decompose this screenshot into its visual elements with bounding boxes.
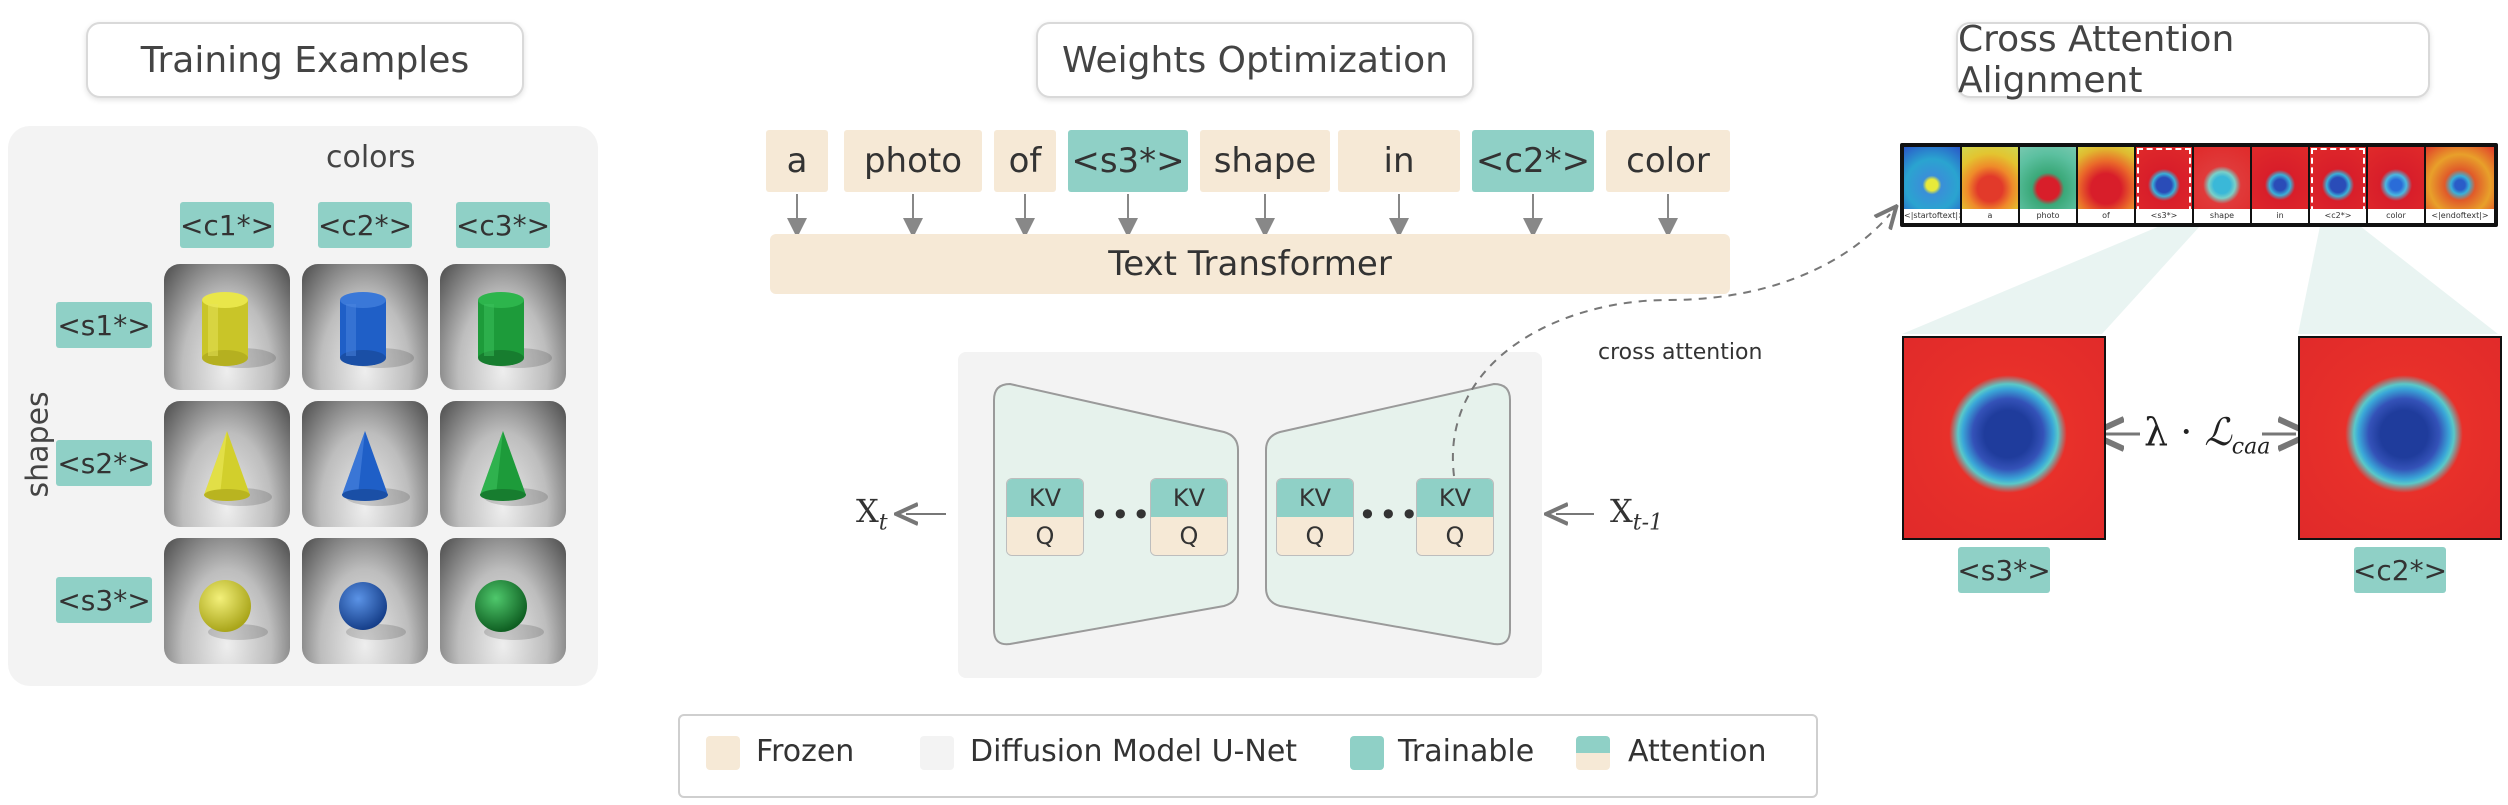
blue-cylinder-image	[302, 264, 428, 390]
color-tag-c2: <c2*>	[318, 202, 412, 248]
kv-cell: KV	[1151, 479, 1227, 517]
yellow-cylinder-image	[164, 264, 290, 390]
shape-tag-s2: <s2*>	[56, 440, 152, 486]
lambda-symbol: λ	[2144, 410, 2169, 454]
strip-label-of: of	[2078, 209, 2134, 223]
legend-label-frozen: Frozen	[756, 734, 855, 769]
legend-label-trainable: Trainable	[1398, 734, 1535, 769]
blue-sphere-image	[302, 538, 428, 664]
cross-attention-alignment-title-text: Cross Attention Alignment	[1958, 19, 2235, 101]
token-s3: <s3*>	[1068, 130, 1188, 192]
kv-cell: KV	[1277, 479, 1353, 517]
green-cone-image	[440, 401, 566, 527]
q-cell: Q	[1277, 517, 1353, 555]
legend-swatch-trainable	[1350, 736, 1384, 770]
token-c2: <c2*>	[1472, 130, 1594, 192]
kv-cell: KV	[1417, 479, 1493, 517]
colors-label: colors	[326, 140, 416, 175]
q-cell: Q	[1007, 517, 1083, 555]
legend-box	[678, 714, 1818, 798]
green-cylinder-image	[440, 264, 566, 390]
token-color: color	[1606, 130, 1730, 192]
unet-encoder-block	[993, 382, 1239, 646]
alignment-tag-s3: <s3*>	[1957, 547, 2051, 593]
green-sphere-image	[440, 538, 566, 664]
text-transformer-bar: Text Transformer	[770, 234, 1730, 294]
text-transformer-label: Text Transformer	[1108, 244, 1392, 284]
strip-label-in: in	[2252, 209, 2308, 223]
dot-symbol: ·	[2180, 410, 2193, 454]
legend-swatch-attention	[1576, 736, 1610, 770]
q-cell: Q	[1417, 517, 1493, 555]
shape-tag-s1: <s1*>	[56, 302, 152, 348]
x-t1-label: Xt-1	[1610, 492, 1663, 535]
token-a: a	[766, 130, 828, 192]
x-t1-subscript: t-1	[1632, 510, 1664, 536]
weights-optimization-title: Weights Optimization	[1036, 22, 1474, 98]
x-t-letter: X	[856, 492, 879, 530]
blue-cone-image	[302, 401, 428, 527]
yellow-cone-image	[164, 401, 290, 527]
zoom-cone-left	[1902, 226, 2200, 334]
strip-label-endoftext: <|endoftext|>	[2426, 209, 2494, 223]
zoom-cone-right	[2298, 226, 2498, 334]
strip-label-color: color	[2368, 209, 2424, 223]
loss-symbol: ℒ	[2204, 410, 2232, 454]
strip-label-startoftext: <|startoftext|>	[1904, 209, 1960, 223]
token-of: of	[994, 130, 1056, 192]
attention-map-c2-zoom	[2298, 336, 2502, 540]
caa-loss-label: λ · ℒcaa	[2144, 410, 2270, 460]
shape-tag-s3: <s3*>	[56, 577, 152, 623]
training-examples-title: Training Examples	[86, 22, 524, 98]
cross-attention-arrow	[1451, 214, 1890, 477]
x-t-subscript: t	[878, 510, 888, 536]
legend-label-unet: Diffusion Model U-Net	[970, 734, 1298, 769]
dots-dec: •••	[1358, 496, 1421, 534]
unet-decoder-block	[1265, 382, 1511, 646]
legend-label-attention: Attention	[1628, 734, 1767, 769]
token-in: in	[1338, 130, 1460, 192]
q-cell: Q	[1151, 517, 1227, 555]
x-t-label: Xt	[856, 492, 888, 535]
color-tag-c3: <c3*>	[456, 202, 550, 248]
training-examples-title-text: Training Examples	[140, 39, 470, 81]
x-t1-letter: X	[1610, 492, 1633, 530]
dots-enc: •••	[1090, 496, 1153, 534]
strip-label-a: a	[1962, 209, 2018, 223]
strip-label-c2: <c2*>	[2310, 209, 2366, 223]
loss-subscript: caa	[2231, 434, 2271, 460]
alignment-tag-c2: <c2*>	[2353, 547, 2447, 593]
token-photo: photo	[844, 130, 982, 192]
cross-attention-alignment-title: Cross Attention Alignment	[1956, 19, 2430, 101]
strip-label-s3: <s3*>	[2136, 209, 2192, 223]
kv-cell: KV	[1007, 479, 1083, 517]
weights-optimization-title-text: Weights Optimization	[1062, 39, 1448, 81]
attention-map-s3-zoom	[1902, 336, 2106, 540]
strip-label-photo: photo	[2020, 209, 2076, 223]
cross-attention-label: cross attention	[1598, 340, 1763, 365]
yellow-sphere-image	[164, 538, 290, 664]
strip-label-shape: shape	[2194, 209, 2250, 223]
color-tag-c1: <c1*>	[180, 202, 274, 248]
token-shape: shape	[1200, 130, 1330, 192]
legend-swatch-unet	[920, 736, 954, 770]
legend-swatch-frozen	[706, 736, 740, 770]
